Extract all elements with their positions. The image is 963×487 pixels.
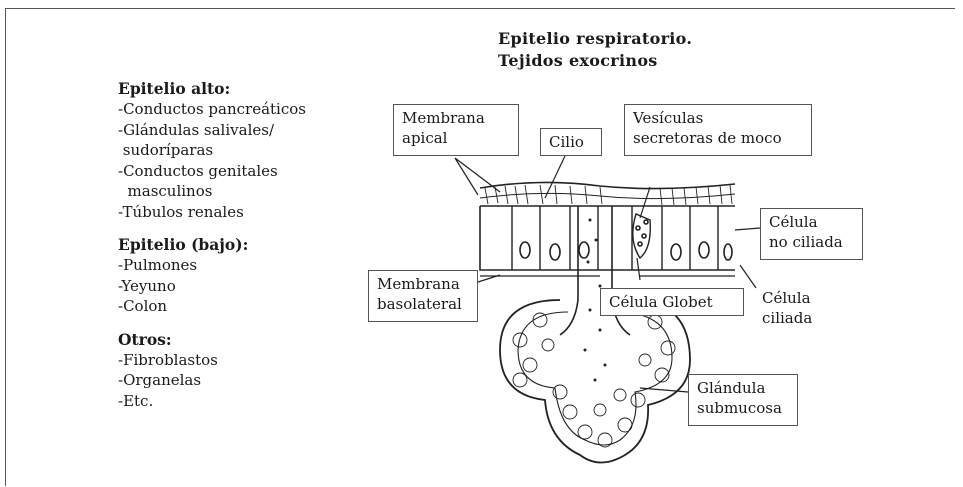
label-celula-ciliada: Célula ciliada <box>762 288 812 328</box>
label-celula-globet: Célula Globet <box>600 288 744 316</box>
label-celula-no-ciliada: Célula no ciliada <box>760 208 863 260</box>
label-glandula-submucosa: Glándula submucosa <box>688 374 798 426</box>
basal-membrane-line <box>480 206 735 270</box>
apical-surface-line <box>480 182 735 188</box>
label-membrana-apical: Membrana apical <box>393 104 519 156</box>
label-vesiculas-secretoras: Vesículas secretoras de moco <box>624 104 812 156</box>
label-membrana-basolateral: Membrana basolateral <box>368 270 478 322</box>
label-cilio: Cilio <box>540 128 602 156</box>
